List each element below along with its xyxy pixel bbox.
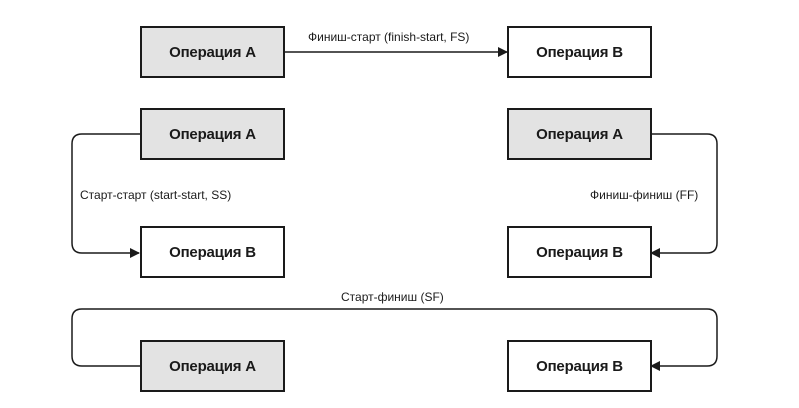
sf-connector bbox=[71, 308, 718, 371]
ff-label: Финиш-финиш (FF) bbox=[590, 188, 699, 202]
ss-label: Старт-старт (start-start, SS) bbox=[80, 188, 232, 202]
ss-connector bbox=[71, 133, 140, 258]
fs-operation-a: Операция A bbox=[140, 26, 285, 78]
fs-operation-b: Операция B bbox=[507, 26, 652, 78]
sf-operation-b: Операция B bbox=[507, 340, 652, 392]
ss-operation-b: Операция B bbox=[140, 226, 285, 278]
ss-operation-a: Операция A bbox=[140, 108, 285, 160]
ff-operation-a: Операция A bbox=[507, 108, 652, 160]
sf-operation-a: Операция A bbox=[140, 340, 285, 392]
ff-connector bbox=[650, 133, 718, 258]
sf-label: Старт-финиш (SF) bbox=[341, 290, 444, 304]
fs-label: Финиш-старт (finish-start, FS) bbox=[308, 30, 470, 44]
ff-operation-b: Операция B bbox=[507, 226, 652, 278]
